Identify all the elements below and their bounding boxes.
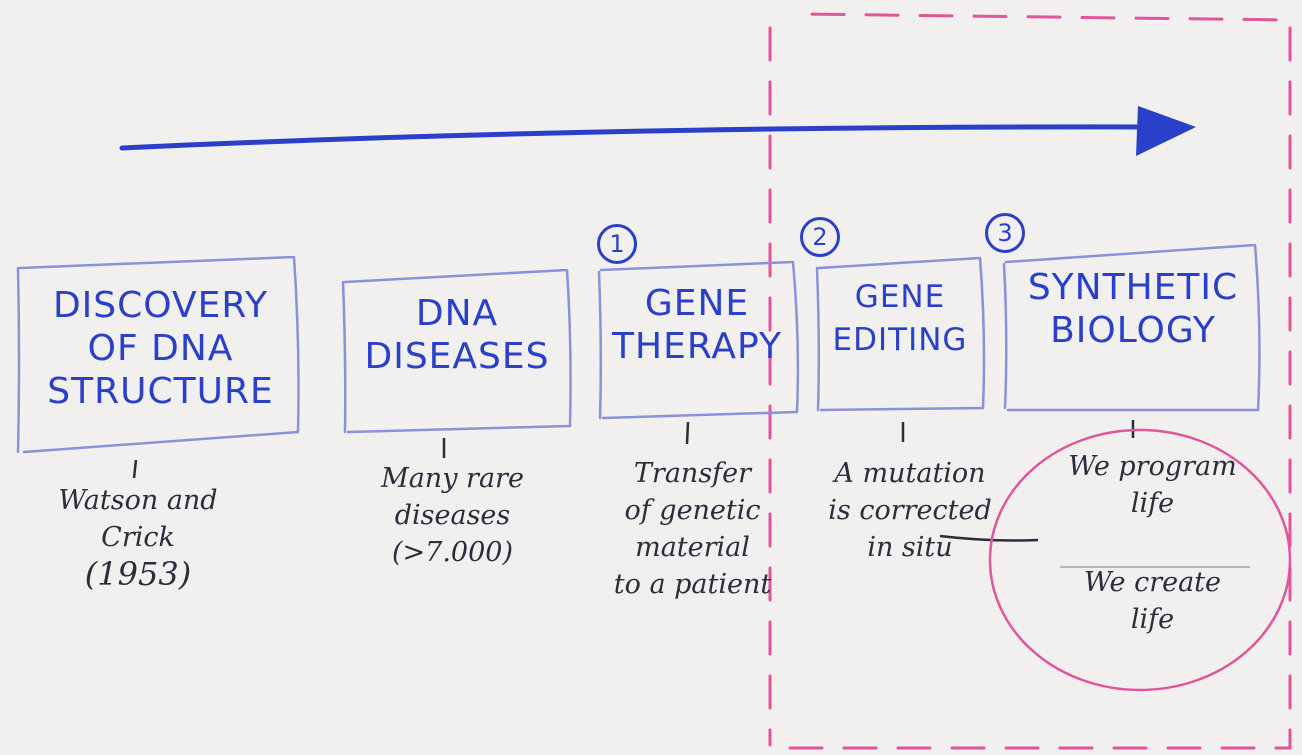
stage-2-description: Many rare diseases (>7.000) [345,460,560,571]
stage-4-description: A mutation is corrected in situ [815,455,1005,566]
arrow-head [1136,106,1196,156]
description-line: Many rare [381,463,524,494]
timeline-arrow [119,124,1163,151]
stage-frame-1 [16,255,300,454]
description-line: We create [1083,567,1222,598]
step-number-1: 1 [597,224,637,264]
step-number-2: 2 [800,217,840,257]
future-zone-dashed-border [768,12,1292,750]
stage-title-5: Synthetic biology [1027,267,1239,351]
description-line: (1953) [84,555,192,593]
description-line: Watson and [58,485,218,516]
stage-title-4: Gene editing [832,279,968,358]
description-line: Crick [101,522,175,553]
stage-5-description: We program life We create life [1040,448,1265,638]
stage-frame-2 [341,268,572,434]
underline-stroke [939,534,1039,542]
stage-3-description: Transfer of genetic material to a patien… [580,455,805,603]
stage-frame-3 [597,260,800,420]
stage-title-3: Gene therapy [612,283,782,367]
description-line: diseases [394,500,511,531]
stage-frame-4 [815,256,986,412]
connector-tick-1 [132,459,138,479]
stage-frame-5 [1002,243,1261,412]
highlight-circle [988,428,1292,692]
connector-tick-3 [685,421,690,445]
description-line: material [635,532,750,563]
description-line: of genetic [624,495,761,526]
description-line: is corrected [828,495,992,526]
description-line: life [1130,488,1175,519]
step-number-3: 3 [985,213,1025,253]
description-line: life [1130,604,1175,635]
description-line: A mutation [834,458,986,489]
description-line: We program [1068,451,1237,482]
stage-title-1: Discovery of DNA structure [47,285,274,412]
description-line: Transfer [633,458,752,489]
description-line: (>7.000) [392,537,513,568]
description-line: in situ [867,532,953,563]
stage-1-description: Watson and Crick (1953) [18,482,258,593]
stage-title-2: DNA diseases [364,293,550,377]
description-line: to a patient [613,569,772,600]
